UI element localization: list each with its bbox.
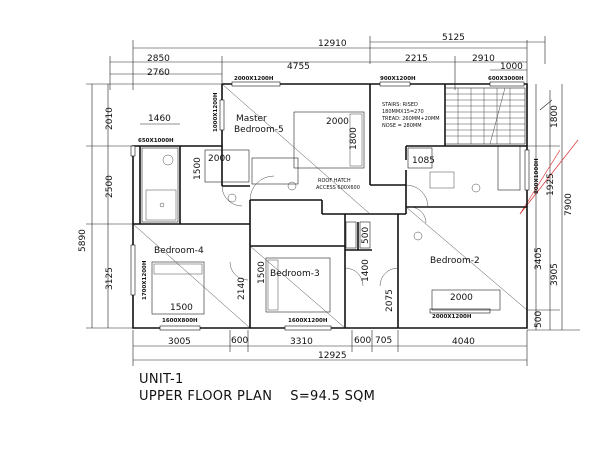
plan-area: S=94.5 SQM <box>290 389 376 404</box>
stairs-note: STAIRS: RISED 180MMX15=270 TREAD: 260MM+… <box>381 102 440 129</box>
dim-int-1085: 1085 <box>412 156 435 166</box>
dim-top-f: 1000 <box>500 62 523 72</box>
roof-hatch-line-2: ACCESS 600X600 <box>316 185 360 191</box>
dim-right-c: 3405 <box>534 247 544 270</box>
dim-int-1460: 1460 <box>148 114 171 124</box>
right-dimension-labels: 1800 1925 7900 3405 3905 500 <box>534 105 574 328</box>
dim-bottom-c: 3310 <box>290 337 313 347</box>
dim-bottom-total: 12925 <box>318 351 347 361</box>
dim-right-b: 1925 <box>546 173 556 196</box>
dim-int-2000-c: 2000 <box>450 293 473 303</box>
dim-right-d: 3905 <box>550 263 560 286</box>
left-dimension-labels: 2010 2500 5890 3125 <box>78 107 115 290</box>
dim-right-total: 7900 <box>564 193 574 216</box>
dim-int-2000-b: 2000 <box>208 154 231 164</box>
roof-hatch-note: ROOF HATCH ACCESS 600X600 <box>316 178 360 191</box>
dim-left-a: 2010 <box>105 107 115 130</box>
dim-top-e: 2760 <box>147 68 170 78</box>
win-label-10: 800X1000H <box>534 158 540 194</box>
bottom-dimension-lines <box>132 330 528 366</box>
roof-hatch-line-1: ROOF HATCH <box>318 178 351 184</box>
win-label-6: 1700X1200H <box>142 260 148 300</box>
dim-right-a: 1800 <box>550 105 560 128</box>
win-label-5: 1000X1200H <box>213 92 219 132</box>
win-label-8: 1600X1200H <box>288 318 328 324</box>
dim-int-1500-c: 1500 <box>170 303 193 313</box>
dim-top-right: 5125 <box>442 33 465 43</box>
dim-bottom-b: 600 <box>231 336 248 346</box>
plan-title: UPPER FLOOR PLAN <box>139 389 273 404</box>
top-dimension-labels: 12910 5125 2850 4755 2215 2910 2760 1000 <box>147 33 523 78</box>
dim-bottom-f: 4040 <box>452 337 475 347</box>
room-labels: Master Bedroom-5 Bedroom-4 Bedroom-3 Bed… <box>154 114 480 279</box>
dim-left-c: 3125 <box>105 267 115 290</box>
stairs-note-line-1: STAIRS: RISED <box>382 102 418 108</box>
dim-int-1500-a: 1500 <box>193 157 203 180</box>
win-label-4: 650X1000H <box>138 138 174 144</box>
dim-int-2075: 2075 <box>385 289 395 312</box>
dim-bottom-d: 600 <box>354 336 371 346</box>
dim-top-a: 2850 <box>147 54 170 64</box>
dim-left-b: 2500 <box>105 175 115 198</box>
win-label-3: 600X3000H <box>488 76 524 82</box>
room-diagonals <box>132 83 528 329</box>
room-bedroom-4: Bedroom-4 <box>154 246 204 256</box>
stairs-note-line-4: NOSE = 280MM <box>382 123 422 129</box>
bottom-dimension-labels: 3005 600 3310 600 705 4040 12925 <box>168 336 475 361</box>
stairs-note-line-3: TREAD: 260MM+20MM <box>381 116 440 122</box>
window-labels: 2000X1200H 900X1200H 600X3000H 650X1000H… <box>138 76 540 324</box>
room-master-bedroom-line1: Master <box>236 114 267 124</box>
dim-bottom-a: 3005 <box>168 337 191 347</box>
win-label-2: 900X1200H <box>380 76 416 82</box>
dim-bottom-e: 705 <box>375 336 392 346</box>
win-label-9: 2000X1200H <box>432 314 472 320</box>
interior-dims: 1460 2000 1800 2000 1500 1085 500 1400 2… <box>140 114 473 313</box>
win-label-1: 2000X1200H <box>234 76 274 82</box>
room-master-bedroom-line2: Bedroom-5 <box>234 125 284 135</box>
dim-int-2000-a: 2000 <box>326 117 349 127</box>
win-label-7: 1600X800H <box>162 318 198 324</box>
dim-right-e: 500 <box>534 311 544 328</box>
staircase <box>444 87 526 145</box>
dim-int-1400: 1400 <box>361 259 371 282</box>
window-openings <box>130 81 530 331</box>
dim-int-2140: 2140 <box>237 277 247 300</box>
dim-top-b: 4755 <box>287 62 310 72</box>
dim-top-d: 2910 <box>472 54 495 64</box>
dim-int-500: 500 <box>361 227 371 244</box>
room-bedroom-3: Bedroom-3 <box>270 269 320 279</box>
room-bedroom-2: Bedroom-2 <box>430 256 480 266</box>
stairs-note-line-2: 180MMX15=270 <box>382 109 424 115</box>
unit-label: UNIT-1 <box>139 372 184 387</box>
dim-left-total: 5890 <box>78 229 88 252</box>
furniture <box>141 87 526 315</box>
left-dimension-lines <box>86 83 222 329</box>
dim-top-c: 2215 <box>405 54 428 64</box>
plan-title-row: UPPER FLOOR PLAN S=94.5 SQM <box>139 389 375 404</box>
top-dimension-lines <box>109 36 546 90</box>
dim-total-top: 12910 <box>318 39 347 49</box>
dim-int-1500-b: 1500 <box>257 261 267 284</box>
dim-int-1800: 1800 <box>349 127 359 150</box>
